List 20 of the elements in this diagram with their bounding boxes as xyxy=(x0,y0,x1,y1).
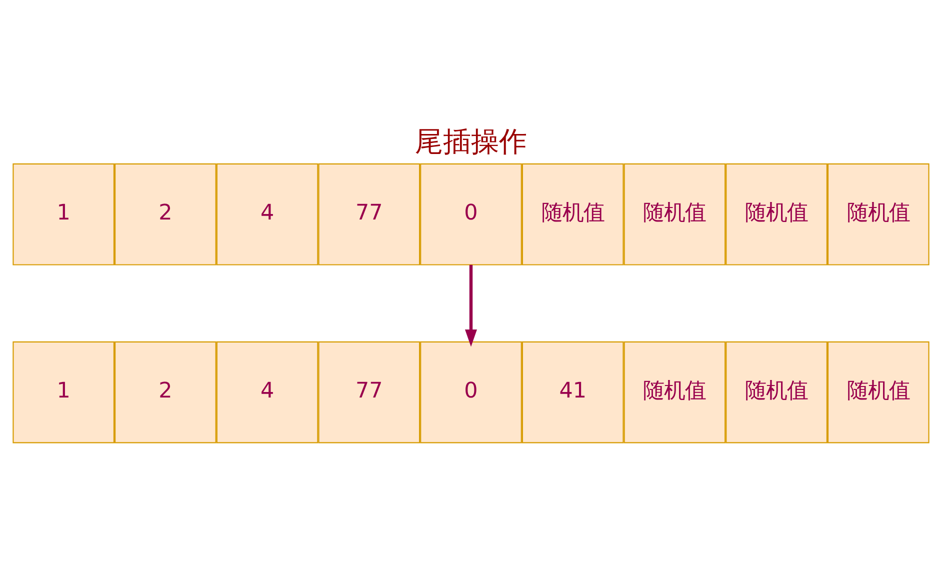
node-box: 随机值 xyxy=(522,162,624,265)
arrow xyxy=(464,264,478,346)
node-box: 随机值 xyxy=(624,162,726,265)
node-box: 41 xyxy=(522,340,624,443)
node-box: 2 xyxy=(114,340,216,443)
node-box: 随机值 xyxy=(624,340,726,443)
node-box: 随机值 xyxy=(726,162,828,265)
node-box: 77 xyxy=(318,162,420,265)
node-box: 随机值 xyxy=(726,340,828,443)
node-box: 1 xyxy=(12,340,115,443)
node-box: 77 xyxy=(318,340,420,443)
node-box: 0 xyxy=(420,340,522,443)
node-box: 1 xyxy=(12,162,115,265)
node-box: 2 xyxy=(114,162,216,265)
node-box: 随机值 xyxy=(827,340,930,443)
node-box: 随机值 xyxy=(827,162,930,265)
node-box: 4 xyxy=(216,340,318,443)
node-box: 0 xyxy=(420,162,522,265)
diagram-title: 尾插操作 xyxy=(415,124,527,158)
node-box: 4 xyxy=(216,162,318,265)
